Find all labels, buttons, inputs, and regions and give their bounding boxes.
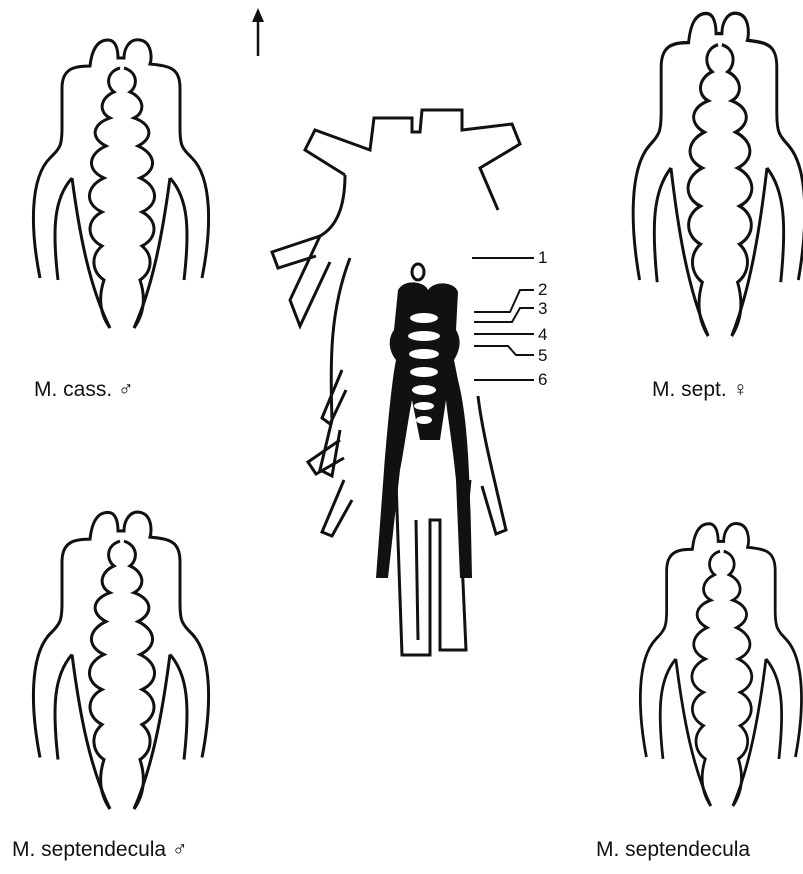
callout-1: 1 xyxy=(538,248,547,268)
label-bottom-right: M. septendecula xyxy=(596,838,750,862)
callout-2: 2 xyxy=(538,280,547,300)
callout-3: 3 xyxy=(538,299,547,319)
orientation-arrow-icon xyxy=(252,8,264,56)
callout-5: 5 xyxy=(538,346,547,366)
callout-6: 6 xyxy=(538,370,547,390)
specimen-top-right xyxy=(633,13,803,336)
label-bottom-left: M. septendecula ♂ xyxy=(12,838,188,862)
label-top-left: M. cass. ♂ xyxy=(34,378,134,402)
central-ganglion-chain xyxy=(376,264,472,578)
specimen-top-left xyxy=(33,40,208,328)
callout-leaders xyxy=(472,258,534,380)
label-top-right: M. sept. ♀ xyxy=(652,378,748,402)
callout-4: 4 xyxy=(538,325,547,345)
specimen-bottom-left xyxy=(33,512,208,809)
specimen-bottom-right xyxy=(640,524,801,806)
